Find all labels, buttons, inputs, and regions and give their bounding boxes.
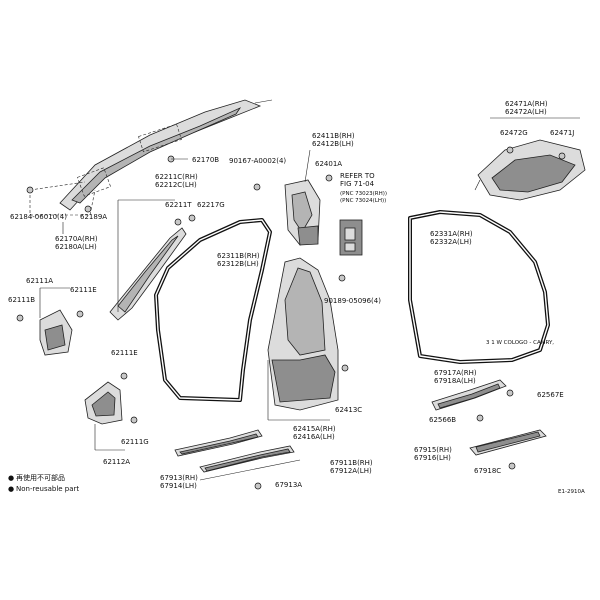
clip-62184 [26,186,34,194]
center-pillar-upper-garnish [284,179,321,246]
legend-bullet-2: ● [8,485,14,493]
cowl-side-trim [39,287,73,356]
label-62471a: 62471A(RH) [505,100,548,108]
label-62413c: 62413C [335,406,362,414]
label-62312b: 62312B(LH) [217,260,259,268]
label-62472g: 62472G [500,129,528,137]
label-62212c: 62212C(LH) [155,181,197,189]
label-62170a: 62170A(RH) [55,235,98,243]
label-67916: 67916(LH) [414,454,451,462]
rear-roof-side-garnish [474,139,586,201]
label-62111g: 62111G [121,438,149,446]
label-67912a: 67912A(LH) [330,467,372,475]
clip-62111e-2 [120,372,128,380]
label-62111b: 62111B [8,296,35,304]
roof-garnish-clips [29,123,182,216]
label-62416a: 62416A(LH) [293,433,335,441]
label-62415a: 62415A(RH) [293,425,336,433]
clip-62217g [188,214,196,222]
label-62412b: 62412B(LH) [312,140,354,148]
clip-62211t [174,218,182,226]
label-62180a: 62180A(LH) [55,243,97,251]
label-62112a: 62112A [103,458,130,466]
label-62184: 62184-06010(4) [10,213,67,221]
label-90189: 90189-05096(4) [324,297,381,305]
figure-code: E1-2910A [558,489,585,495]
clip-90167 [253,183,261,191]
clip-62567e [506,389,514,397]
label-67913: 67913(RH) [160,474,198,482]
roof-side-garnish [59,99,273,211]
label-62111e-1: 62111E [70,286,97,294]
label-62189a: 62189A [80,213,107,221]
label-62567e: 62567E [537,391,564,399]
clip-90189 [338,274,346,282]
clip-62413c [341,364,349,372]
label-67913a: 67913A [275,481,302,489]
clip-62111e-1 [76,310,84,318]
clip-62472g [506,146,514,154]
clip-62111g [130,416,138,424]
label-62211c: 62211C(RH) [155,173,198,181]
legend-text-en: Non-reusable part [16,485,79,493]
center-pillar-lower-garnish [267,257,339,411]
label-62566b: 62566B [429,416,456,424]
clip-62566b [476,414,484,422]
clip-62189a [84,205,92,213]
label-refer1: REFER TO [340,172,375,180]
note-camry: 3 1 W COLOGO - CAMRY, [486,340,554,346]
label-62111a: 62111A [26,277,53,285]
rear-scuff-plate-lower [469,429,547,456]
label-62311b: 62311B(RH) [217,252,260,260]
label-67918a: 67918A(LH) [434,377,476,385]
legend-bullet-1: ● [8,474,14,482]
front-pillar-garnish [109,199,187,321]
clip-67918c [508,462,516,470]
label-90167: 90167-A0002(4) [229,157,286,165]
label-pnc1: (PNC 73023(RH)) [340,191,387,197]
label-67911b: 67911B(RH) [330,459,373,467]
label-62332a: 62332A(LH) [430,238,472,246]
clip-62111b [16,314,24,322]
label-62471j: 62471J [550,129,574,137]
cowl-side-trim-lh [84,381,125,451]
legend-text-jp: 再使用不可部品 [16,473,65,482]
label-62217g: 62217G [197,201,225,209]
label-62411b: 62411B(RH) [312,132,355,140]
label-62170b: 62170B [192,156,219,164]
label-62472a: 62472A(LH) [505,108,547,116]
clip-62401a [325,174,333,182]
label-62211t: 62211T [165,201,192,209]
label-67914: 67914(LH) [160,482,197,490]
rear-scuff-plate [431,379,507,411]
label-62111e-2: 62111E [111,349,138,357]
label-62331a: 62331A(RH) [430,230,473,238]
label-67915: 67915(RH) [414,446,452,454]
label-67918c: 67918C [474,467,501,475]
front-scuff-plate [174,429,301,481]
seat-belt-anchor-cover [339,219,363,256]
clip-62471j [558,152,566,160]
clip-67913a [254,482,262,490]
label-62401a: 62401A [315,160,342,168]
label-67917a: 67917A(RH) [434,369,477,377]
legend: ● 再使用不可部品 ● Non-reusable part [8,473,79,493]
label-refer2: FIG 71-04 [340,180,375,188]
label-pnc2: (PNC 73024(LH)) [340,198,386,204]
